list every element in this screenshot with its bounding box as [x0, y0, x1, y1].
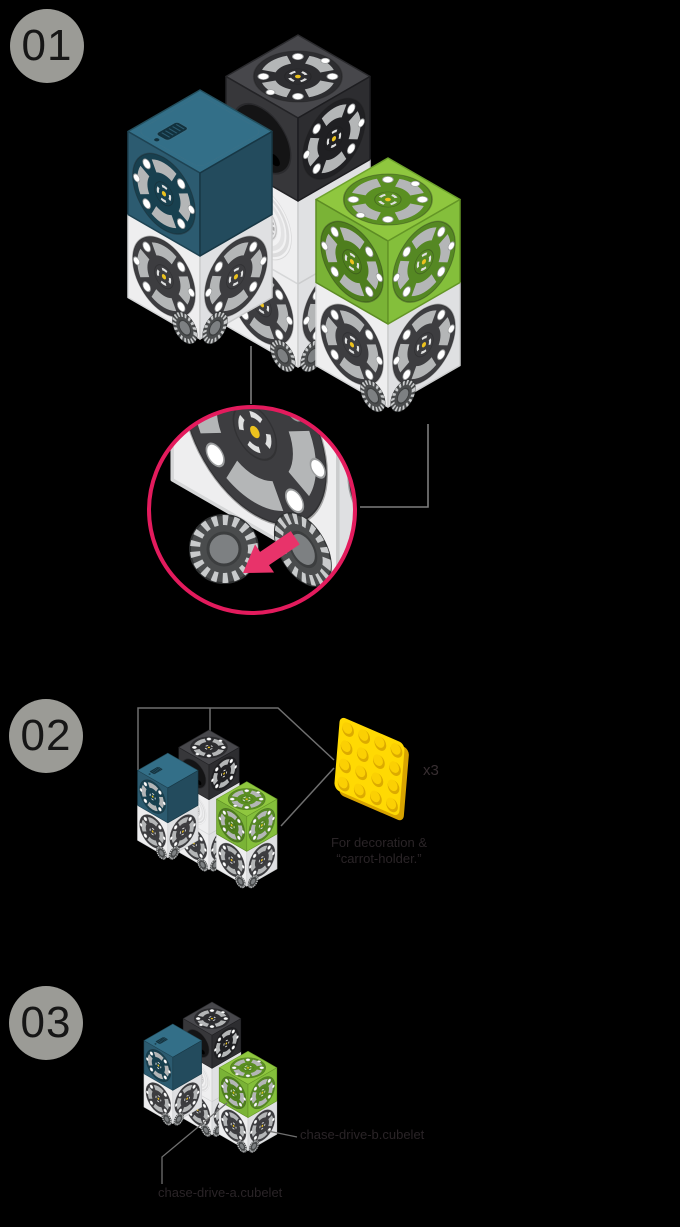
step3-callout-lines — [161, 1102, 298, 1184]
step3-illustration — [144, 1002, 298, 1184]
step1-callout-lines — [250, 346, 429, 508]
drive-b-filename-label: chase-drive-b.cubelet — [300, 1127, 425, 1142]
plate-caption: For decoration & “carrot-holder.” — [298, 835, 460, 866]
magnifier-ring — [147, 405, 357, 615]
plate-caption-line2: “carrot-holder.” — [336, 850, 422, 866]
plate-caption-line1: For decoration & — [330, 835, 428, 850]
plate-quantity-label: x3 — [423, 762, 439, 779]
zoom-detail-circle — [147, 405, 357, 615]
step1-badge: 01 — [10, 9, 84, 83]
drive-direction-arrow-icon — [243, 531, 300, 573]
step1-illustration — [128, 35, 503, 615]
drive-a-filename-label: chase-drive-a.cubelet — [158, 1185, 283, 1200]
step1-cubelet-cluster — [128, 35, 460, 417]
step3-badge: 03 — [9, 986, 83, 1060]
step2-badge: 02 — [9, 699, 83, 773]
plate-studs — [337, 722, 403, 813]
step2-cubelet-cluster — [138, 730, 277, 890]
yellow-brick-plate — [334, 717, 409, 821]
step3-cubelet-cluster — [144, 1002, 277, 1155]
step2-illustration — [137, 707, 409, 890]
